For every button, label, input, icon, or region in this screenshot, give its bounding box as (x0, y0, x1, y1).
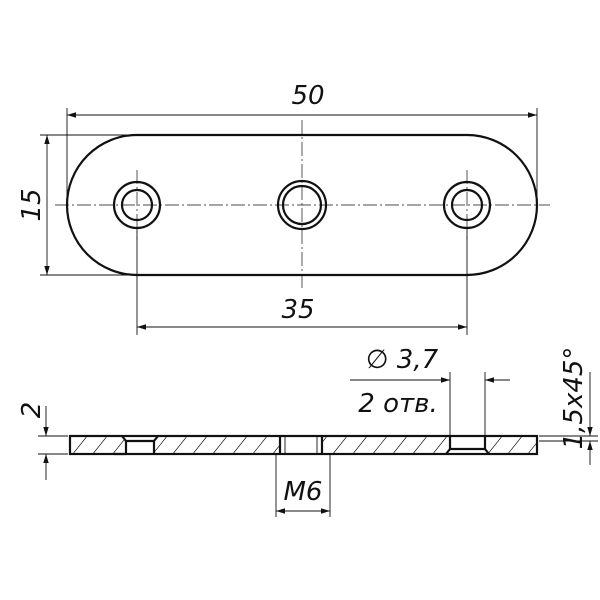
chamfer-dimension: 1,5x45° (539, 347, 598, 465)
length-dimension: 50 (66, 81, 538, 205)
section-hatching (70, 436, 537, 454)
width-dimension: 15 (17, 134, 137, 276)
center-hole-section (278, 436, 324, 454)
hole-diameter-callout: ∅ 3,7 2 отв. (350, 345, 510, 436)
right-hole-section (445, 436, 490, 455)
center-thread-label: M6 (284, 477, 323, 507)
chamfer-label: 1,5x45° (559, 347, 589, 450)
width-label: 15 (17, 188, 47, 221)
center-threaded-hole (276, 179, 328, 231)
hole-pitch-label: 35 (281, 295, 314, 325)
side-section-view: 2 ∅ 3,7 2 отв. 1,5x45° M6 (17, 345, 598, 517)
top-view: 50 15 35 (17, 81, 550, 335)
thickness-label: 2 (17, 402, 47, 419)
length-label: 50 (291, 81, 324, 111)
left-hole-section (114, 435, 159, 456)
thickness-dimension: 2 (17, 402, 68, 480)
hole-diameter-label: ∅ 3,7 (366, 345, 439, 375)
section-outline (68, 434, 539, 456)
hole-count-label: 2 отв. (358, 389, 437, 419)
hole-pitch-dimension: 35 (136, 228, 468, 335)
center-thread-dimension: M6 (275, 454, 331, 517)
